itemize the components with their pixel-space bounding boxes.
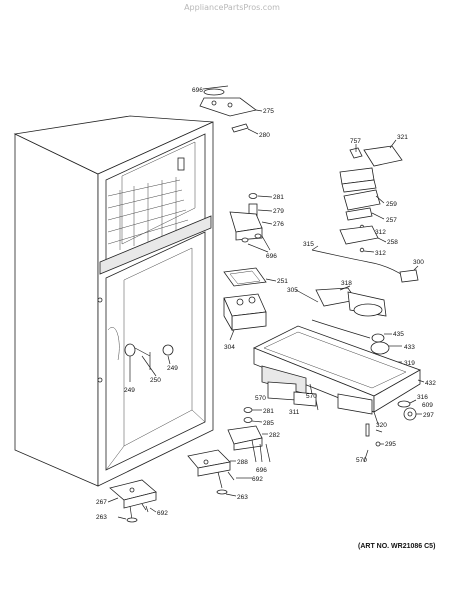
- callout-570: 570: [306, 393, 317, 400]
- lower-hinge-parts: [227, 407, 268, 451]
- callout-281: 281: [273, 194, 284, 201]
- callout-282: 282: [269, 432, 280, 439]
- control-housing: [223, 267, 277, 341]
- callout-316: 316: [417, 394, 428, 401]
- callout-263: 263: [237, 494, 248, 501]
- callout-757: 757: [350, 138, 361, 145]
- callout-435: 435: [393, 331, 404, 338]
- callout-312: 312: [375, 250, 386, 257]
- callout-696: 696: [192, 87, 203, 94]
- callout-433: 433: [404, 344, 415, 351]
- left-bracket-parts: [124, 343, 174, 382]
- callout-275: 275: [263, 108, 274, 115]
- callout-312: 312: [375, 229, 386, 236]
- callout-279: 279: [273, 208, 284, 215]
- callout-276: 276: [273, 221, 284, 228]
- bottom-right-parts: [363, 399, 422, 463]
- top-hinge-assembly: [199, 85, 263, 135]
- callout-249: 249: [124, 387, 135, 394]
- callout-295: 295: [385, 441, 396, 448]
- callout-305: 305: [287, 287, 298, 294]
- callout-315: 315: [303, 241, 314, 248]
- callout-259: 259: [386, 201, 397, 208]
- callout-609: 609: [422, 402, 433, 409]
- dispenser-mechanism: [295, 285, 402, 365]
- watermark: AppliancePartsPros.com: [184, 3, 280, 12]
- callout-labels: 696 275 280 757 321 281 279 276 696 259 …: [96, 87, 436, 521]
- refrigerator-cabinet: [13, 115, 214, 487]
- callout-267: 267: [96, 499, 107, 506]
- callout-570: 570: [255, 395, 266, 402]
- callout-692: 692: [157, 510, 168, 517]
- callout-692: 692: [252, 476, 263, 483]
- callout-304: 304: [224, 344, 235, 351]
- callout-320: 320: [376, 422, 387, 429]
- callout-280: 280: [259, 132, 270, 139]
- callout-285: 285: [263, 420, 274, 427]
- callout-300: 300: [413, 259, 424, 266]
- callout-318: 318: [341, 280, 352, 287]
- callout-311: 311: [289, 409, 300, 416]
- callout-288: 288: [237, 459, 248, 466]
- callout-696: 696: [256, 467, 267, 474]
- callout-696: 696: [266, 253, 277, 260]
- callout-432: 432: [425, 380, 436, 387]
- art-number: (ART NO. WR21086 C5): [358, 543, 436, 550]
- callout-297: 297: [423, 412, 434, 419]
- dispenser-tray: [253, 325, 425, 415]
- callout-258: 258: [387, 239, 398, 246]
- callout-570: 570: [356, 457, 367, 464]
- callout-281: 281: [263, 408, 274, 415]
- callout-321: 321: [397, 134, 408, 141]
- upper-right-components: [311, 139, 419, 283]
- callout-257: 257: [386, 217, 397, 224]
- callout-251: 251: [277, 278, 288, 285]
- callout-250: 250: [150, 377, 161, 384]
- callout-249: 249: [167, 365, 178, 372]
- center-hinge-assembly: [229, 193, 273, 253]
- callout-263: 263: [96, 514, 107, 521]
- callout-319: 319: [404, 360, 415, 367]
- bottom-hinge-parts: [107, 439, 271, 523]
